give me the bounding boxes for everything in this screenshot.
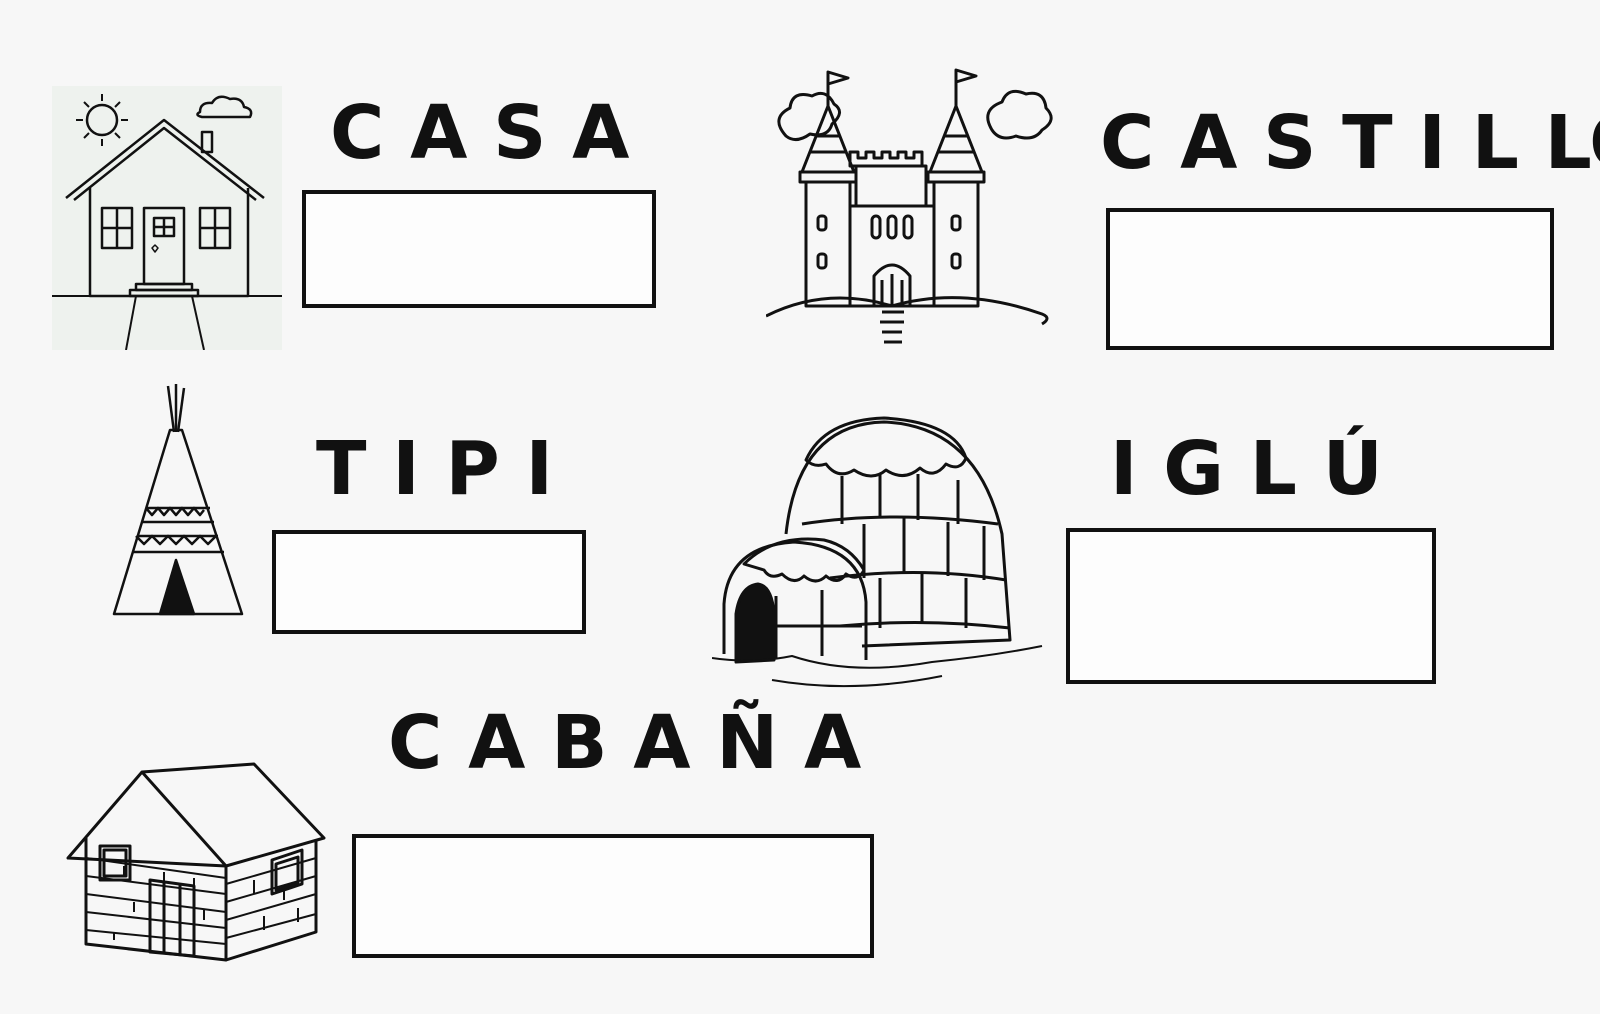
answer-box-cabana[interactable] — [352, 834, 874, 958]
castle-icon — [766, 66, 1066, 352]
word-castillo: C A S T I L LO — [1100, 100, 1600, 186]
answer-box-castillo[interactable] — [1106, 208, 1554, 350]
answer-box-iglu[interactable] — [1066, 528, 1436, 684]
word-cabana: C A B A Ñ A — [388, 700, 862, 786]
house-icon — [52, 86, 282, 350]
answer-box-casa[interactable] — [302, 190, 656, 308]
word-iglu: I G L Ú — [1110, 426, 1383, 512]
teepee-icon — [112, 384, 246, 620]
word-casa: C A S A — [330, 90, 630, 176]
igloo-icon — [712, 414, 1048, 694]
word-tipi: T I P I — [316, 426, 554, 512]
cabin-icon — [64, 762, 328, 968]
answer-box-tipi[interactable] — [272, 530, 586, 634]
